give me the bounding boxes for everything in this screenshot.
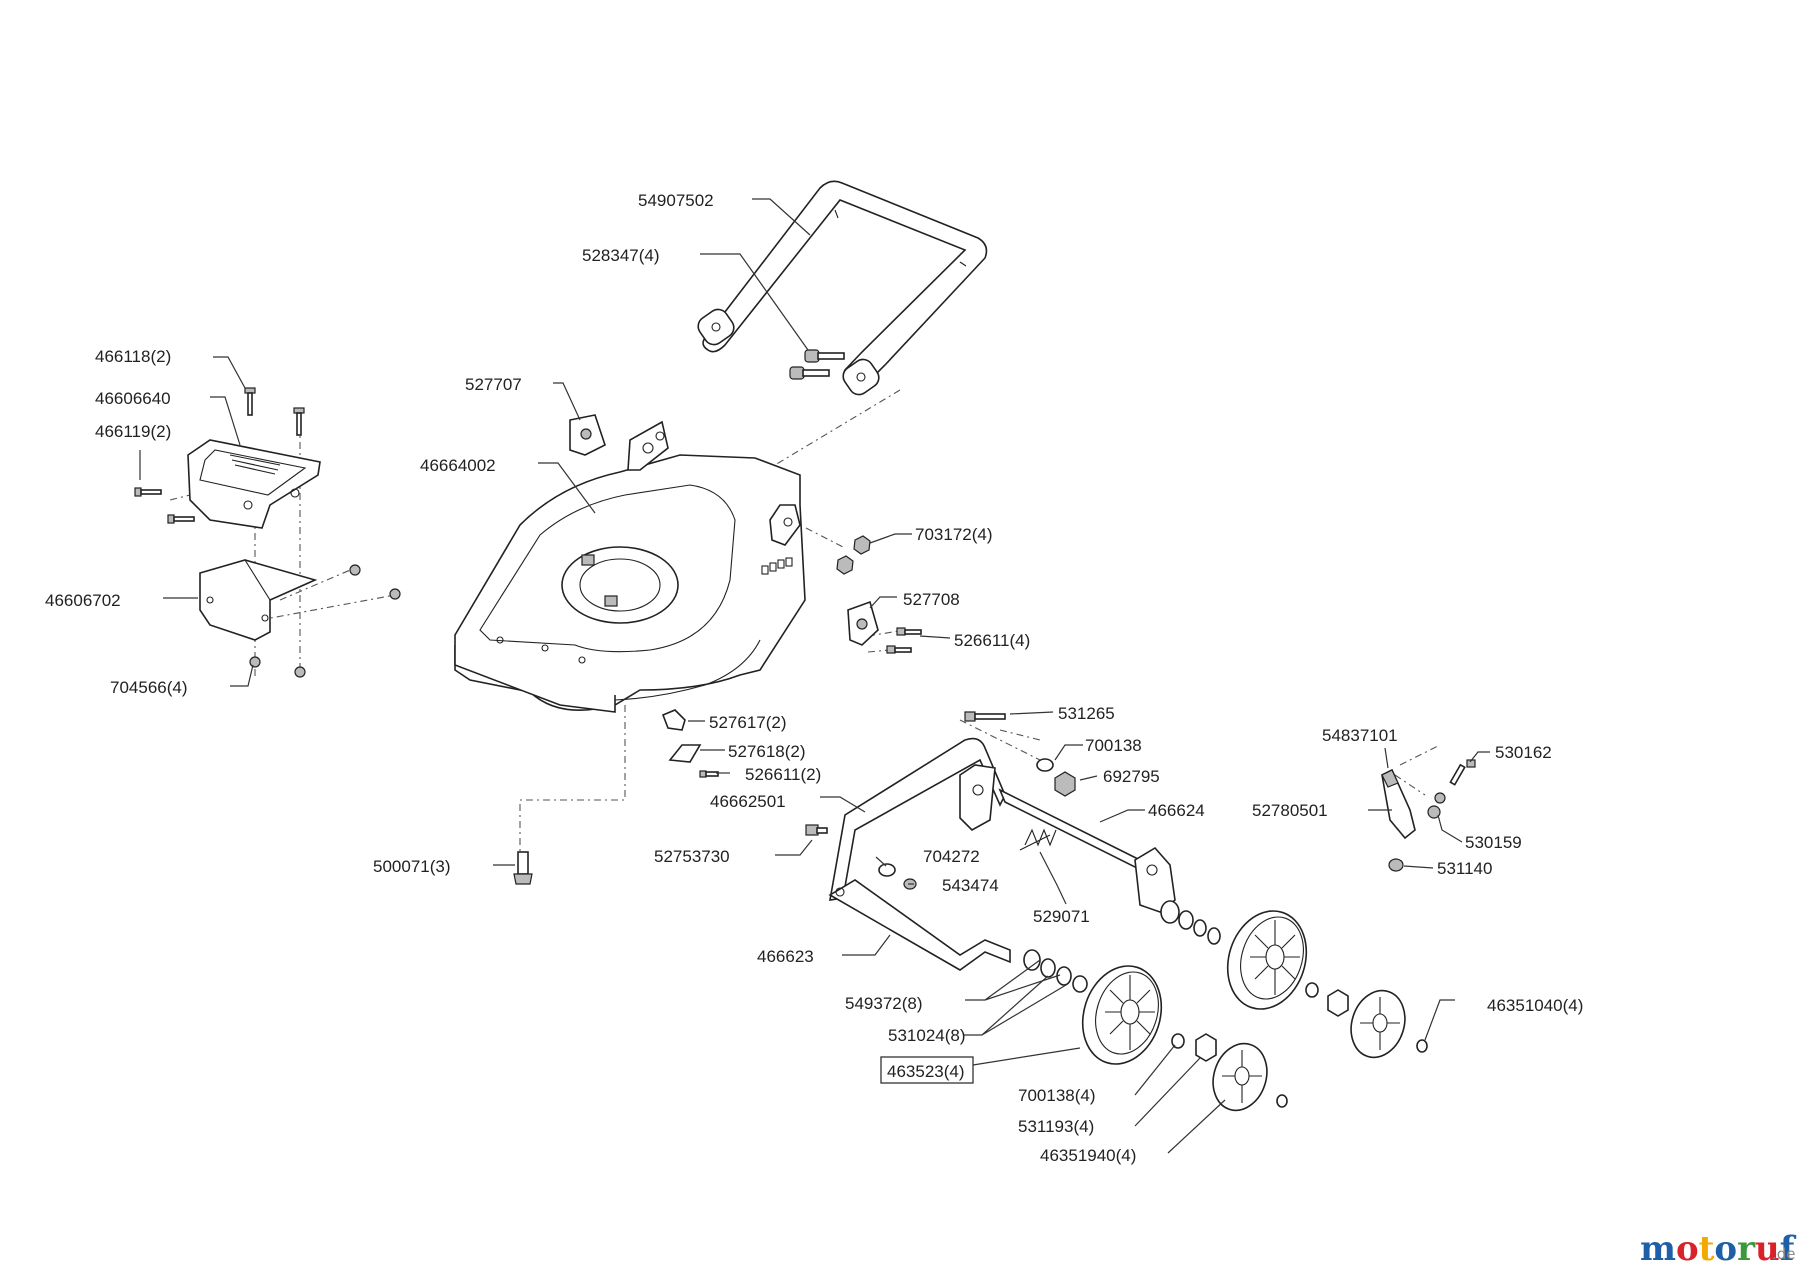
clip-527618	[668, 744, 702, 763]
label-692795: 692795	[1103, 767, 1160, 786]
rear-flap-46606640	[187, 439, 321, 529]
label-46351940: 46351940(4)	[1040, 1146, 1136, 1165]
label-531140: 531140	[1437, 859, 1492, 878]
logo-letter: o	[1676, 1229, 1699, 1269]
label-704272: 704272	[923, 847, 980, 866]
label-466623: 466623	[757, 947, 814, 966]
label-526611b: 526611(2)	[745, 765, 821, 784]
label-500071: 500071(3)	[373, 857, 451, 876]
rear-axle-frame-46662501	[829, 737, 1147, 901]
label-54907502: 54907502	[638, 191, 714, 210]
label-528347: 528347(4)	[582, 246, 660, 265]
label-463523: 463523(4)	[887, 1062, 965, 1081]
nut-692795	[1054, 771, 1076, 797]
logo-letter: m	[1640, 1229, 1676, 1269]
washer-700138	[1036, 758, 1054, 772]
label-703172: 703172(4)	[915, 525, 993, 544]
label-543474: 543474	[942, 876, 999, 895]
height-lever-54837101	[1381, 768, 1416, 840]
mower-deck	[454, 420, 806, 713]
label-526611a: 526611(4)	[954, 631, 1030, 650]
leader-lines	[139, 198, 1490, 1154]
bracket-466624	[1134, 846, 1176, 913]
logo-letter: t	[1699, 1229, 1715, 1269]
screw-526611-b	[699, 770, 719, 778]
screws-526611	[886, 627, 922, 654]
label-466118: 466118(2)	[95, 347, 171, 366]
screw-52753730	[805, 824, 828, 836]
label-54837101: 54837101	[1322, 726, 1398, 745]
label-700138a: 700138	[1085, 736, 1142, 755]
rear-washers	[1160, 900, 1221, 945]
nuts-704566	[249, 564, 401, 678]
label-466624: 466624	[1148, 801, 1205, 820]
label-529071: 529071	[1033, 907, 1090, 926]
logo-letter: r	[1737, 1229, 1756, 1269]
bracket-527708	[847, 600, 879, 646]
label-52753730: 52753730	[654, 847, 730, 866]
screws-466118	[244, 387, 305, 436]
label-531024: 531024(8)	[888, 1026, 966, 1045]
label-704566: 704566(4)	[110, 678, 188, 697]
screw-530162	[1449, 759, 1476, 786]
label-52780501: 52780501	[1252, 801, 1328, 820]
label-46662501: 46662501	[710, 792, 786, 811]
label-box-463523	[880, 1056, 974, 1084]
front-wheel-nut-531193	[1195, 1033, 1217, 1062]
label-46606702: 46606702	[45, 591, 121, 610]
handle-bolts	[789, 349, 845, 380]
nuts-703172	[836, 535, 871, 575]
label-46606640: 46606640	[95, 389, 171, 408]
front-axle-466623	[828, 879, 1011, 971]
hubcap-rear-46351040	[1350, 989, 1406, 1059]
label-531193: 531193(4)	[1018, 1117, 1094, 1136]
logo-letter: o	[1714, 1229, 1737, 1269]
upper-handle-bar	[697, 180, 988, 396]
logo-letter: f	[1780, 1229, 1797, 1269]
bolt-531265	[964, 711, 1006, 722]
label-527707: 527707	[465, 375, 522, 394]
height-notches	[761, 557, 793, 575]
deflector-527707	[569, 414, 606, 456]
spring-529071	[1019, 828, 1057, 851]
label-527617: 527617(2)	[709, 713, 787, 732]
rear-wheel-463523	[1226, 910, 1308, 1010]
label-46351040: 46351040(4)	[1487, 996, 1583, 1015]
part-labels: 54907502 528347(4) 466118(2) 46606640 46…	[45, 191, 1583, 1165]
label-531265: 531265	[1058, 704, 1115, 723]
label-46664002: 46664002	[420, 456, 496, 475]
label-530162: 530162	[1495, 743, 1552, 762]
clip-527617	[661, 709, 686, 731]
motoruf-logo: motoruf .de	[1640, 1229, 1797, 1269]
label-549372: 549372(8)	[845, 994, 923, 1013]
front-wheel-washer-700138	[1171, 1033, 1185, 1049]
bolt-500071	[513, 851, 533, 885]
screws-466119	[134, 487, 195, 524]
label-466119: 466119(2)	[95, 422, 171, 441]
label-527708: 527708	[903, 590, 960, 609]
logo-domain-suffix: .de	[1772, 1245, 1796, 1263]
label-527618: 527618(2)	[728, 742, 806, 761]
assembly-dash-lines	[169, 389, 1441, 855]
front-wheel-463523	[1081, 965, 1163, 1065]
small-pins	[1276, 1039, 1428, 1108]
rear-wheel-nut	[1327, 989, 1349, 1017]
hubcap-front-46351940	[1212, 1042, 1268, 1112]
cover-46606702	[199, 559, 318, 641]
label-530159: 530159	[1465, 833, 1522, 852]
nut-530159	[1427, 792, 1446, 819]
washer-704272	[878, 863, 896, 877]
washer-531140	[1388, 858, 1404, 872]
logo-letter: u	[1755, 1229, 1780, 1269]
rear-wheel-washer	[1305, 982, 1319, 998]
label-700138b: 700138(4)	[1018, 1086, 1096, 1105]
front-washers-549372-531024	[1023, 949, 1088, 993]
logo-wordmark: motoruf	[1640, 1229, 1797, 1269]
